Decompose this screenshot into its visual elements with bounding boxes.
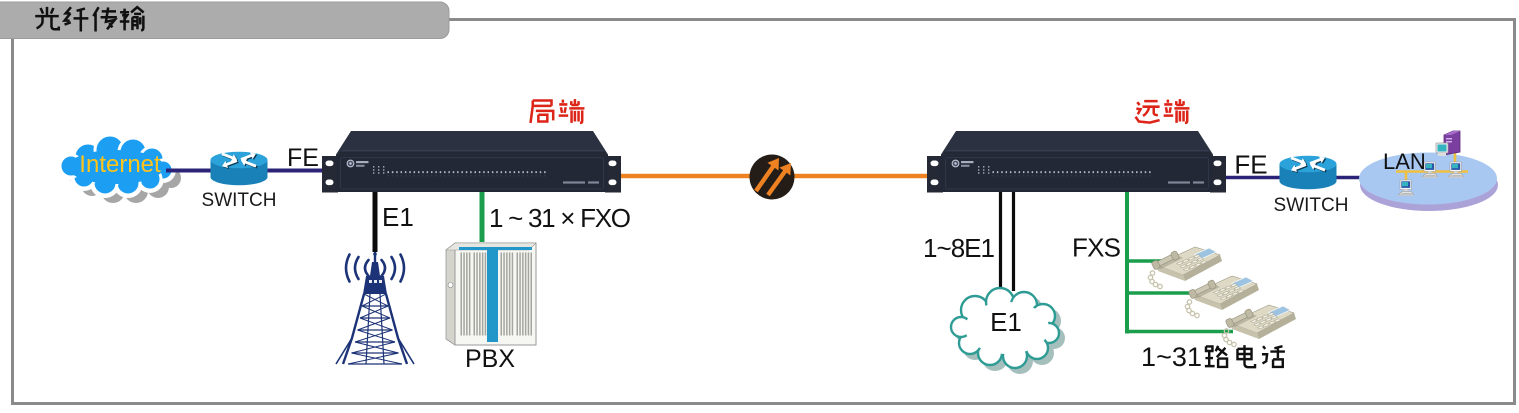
svg-text:PBX: PBX: [465, 345, 515, 373]
svg-text:SWITCH: SWITCH: [1274, 195, 1349, 216]
svg-text:LAN: LAN: [1383, 149, 1426, 174]
svg-text:1 ~ 31 × FXO: 1 ~ 31 × FXO: [489, 203, 631, 233]
svg-text:Internet: Internet: [79, 151, 161, 178]
svg-text:FE: FE: [287, 144, 319, 172]
svg-text:FE: FE: [1234, 150, 1267, 180]
svg-text:E1: E1: [382, 202, 414, 232]
svg-text:1~31: 1~31: [1141, 342, 1202, 372]
svg-text:FXS: FXS: [1072, 233, 1121, 263]
svg-text:SWITCH: SWITCH: [202, 190, 277, 211]
svg-text:1~8E1: 1~8E1: [923, 233, 995, 263]
svg-text:E1: E1: [990, 307, 1022, 337]
